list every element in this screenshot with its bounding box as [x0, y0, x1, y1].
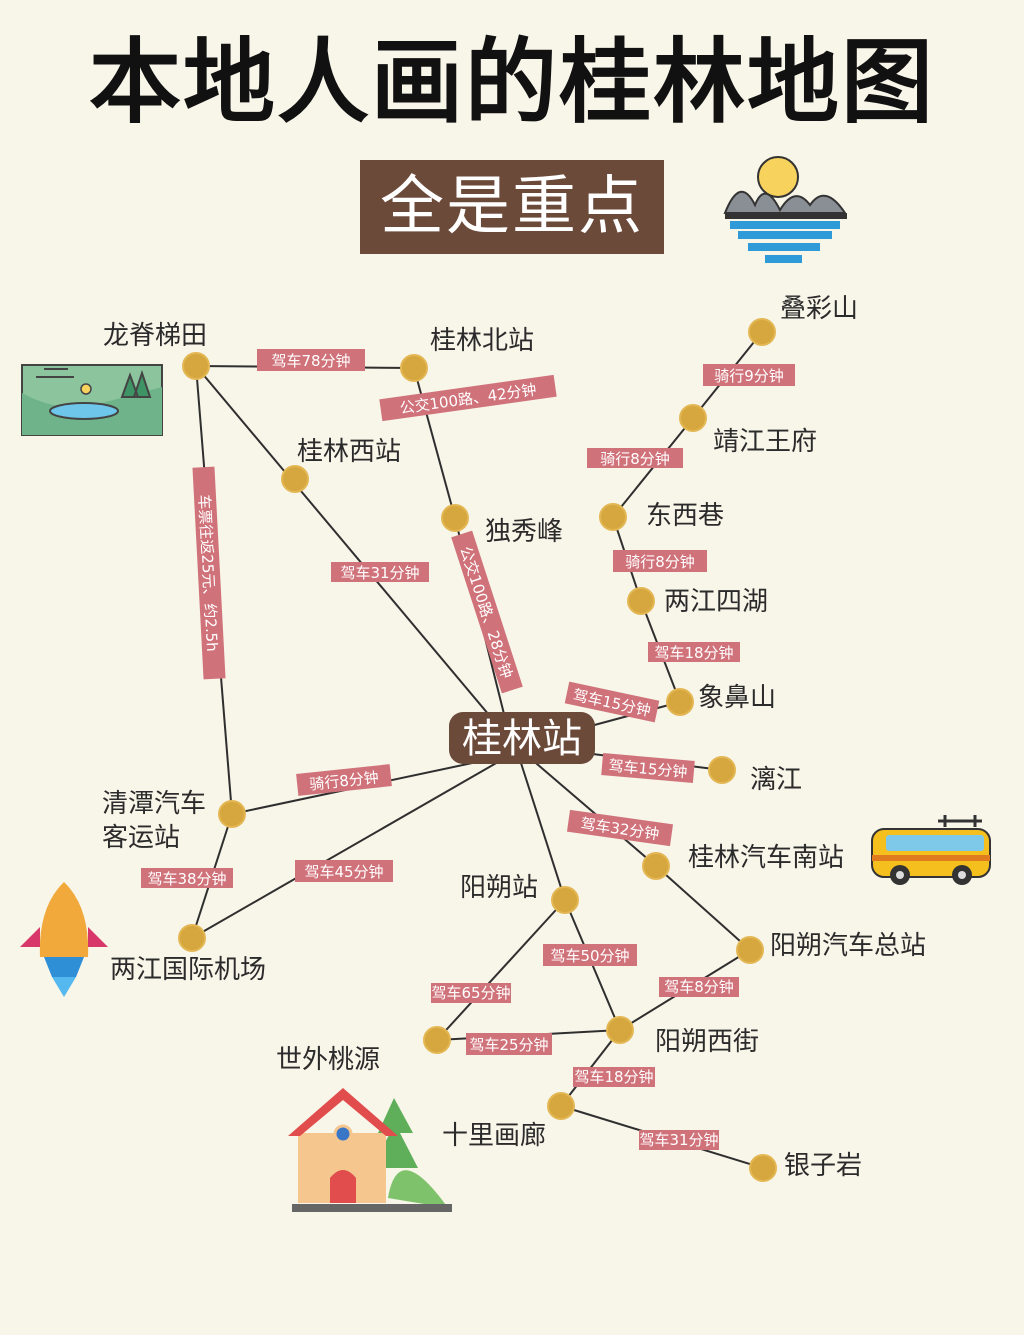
route-label-text: 驾车31分钟 — [340, 564, 419, 582]
hub-label: 桂林站 — [462, 716, 582, 762]
route-label: 驾车31分钟 — [639, 1130, 719, 1150]
node-shili[interactable] — [547, 1092, 575, 1120]
node-jingjiang[interactable] — [679, 404, 707, 432]
edge-north-duxiu — [413, 367, 456, 519]
route-label-text: 驾车45分钟 — [304, 863, 383, 881]
route-label-text: 公交100路、28分钟 — [456, 544, 516, 681]
route-labels: 驾车78分钟 公交100路、42分钟 骑行9分钟 骑行8分钟 骑行8分钟 驾车1… — [141, 349, 795, 1150]
label-dongxi: 东西巷 — [646, 501, 724, 531]
route-label: 公交100路、28分钟 — [451, 530, 523, 694]
route-label-text: 骑行8分钟 — [625, 553, 695, 571]
page-subtitle: 全是重点 — [360, 160, 664, 254]
route-label: 驾车31分钟 — [331, 562, 429, 582]
route-label: 驾车38分钟 — [141, 868, 233, 888]
route-label-text: 驾车38分钟 — [147, 870, 226, 888]
label-longji: 龙脊梯田 — [103, 321, 207, 351]
node-xiangbishan[interactable] — [666, 688, 694, 716]
label-west-street: 阳朔西街 — [655, 1027, 759, 1057]
route-label: 驾车8分钟 — [659, 977, 739, 997]
node-yangshuo-station[interactable] — [551, 886, 579, 914]
node-dongxi[interactable] — [599, 503, 627, 531]
house-tree-icon — [288, 1088, 452, 1212]
node-shiwai[interactable] — [423, 1026, 451, 1054]
node-qingtan[interactable] — [218, 800, 246, 828]
node-lijiang[interactable] — [708, 756, 736, 784]
node-airport[interactable] — [178, 924, 206, 952]
label-qingtan: 清潭汽车客运站 — [102, 789, 206, 853]
route-label: 驾车45分钟 — [295, 860, 393, 882]
node-liangjiang-lakes[interactable] — [627, 587, 655, 615]
node-guilin-north[interactable] — [400, 354, 428, 382]
route-label: 驾车15分钟 — [601, 753, 695, 783]
edge-hub-ys — [519, 759, 566, 901]
label-yinziyan: 银子岩 — [784, 1151, 862, 1181]
route-label-text: 驾车18分钟 — [574, 1068, 653, 1086]
route-label: 骑行9分钟 — [703, 364, 795, 386]
route-label: 骑行8分钟 — [613, 550, 707, 572]
label-guilin-south-bus: 桂林汽车南站 — [688, 843, 844, 873]
edge-ys-shiwai — [436, 899, 566, 1041]
route-label-text: 驾车25分钟 — [469, 1036, 548, 1054]
route-label: 驾车18分钟 — [573, 1067, 655, 1087]
edge-hub-airport — [191, 757, 506, 939]
route-label: 公交100路、42分钟 — [379, 374, 557, 422]
route-label-text: 驾车50分钟 — [550, 947, 629, 965]
label-guilin-west: 桂林西站 — [297, 437, 401, 467]
route-label-text: 驾车78分钟 — [271, 352, 350, 370]
route-label: 驾车65分钟 — [431, 983, 511, 1003]
label-yangshuo-station: 阳朔站 — [460, 873, 538, 903]
route-label: 驾车25分钟 — [466, 1033, 552, 1055]
route-label-text: 骑行8分钟 — [600, 450, 670, 468]
route-label-text: 驾车8分钟 — [664, 978, 734, 996]
label-shiwai: 世外桃源 — [276, 1045, 380, 1075]
route-label: 车票往返25元、约2.5h — [192, 466, 226, 680]
route-label-text: 驾车65分钟 — [431, 984, 510, 1002]
route-label: 驾车50分钟 — [543, 944, 637, 966]
label-xiangbishan: 象鼻山 — [698, 683, 776, 713]
node-west-street[interactable] — [606, 1016, 634, 1044]
route-label-text: 驾车18分钟 — [654, 644, 733, 662]
node-guilin-south-bus[interactable] — [642, 852, 670, 880]
label-airport: 两江国际机场 — [110, 955, 266, 985]
station-labels: 叠彩山 龙脊梯田 桂林北站 靖江王府 桂林西站 东西巷 独秀峰 两江四湖 象鼻山… — [102, 294, 926, 1181]
node-duxiufeng[interactable] — [441, 504, 469, 532]
route-label: 驾车78分钟 — [257, 349, 365, 371]
node-longji[interactable] — [182, 352, 210, 380]
route-label: 驾车32分钟 — [566, 809, 674, 847]
edge-longji-west-hub — [195, 365, 511, 741]
route-label: 驾车18分钟 — [648, 642, 740, 662]
edge-hub-south — [529, 757, 657, 867]
minibus-icon — [871, 815, 991, 885]
landscape-lake-icon — [21, 364, 163, 436]
label-yangshuo-bus: 阳朔汽车总站 — [770, 931, 926, 961]
node-yinziyan[interactable] — [749, 1154, 777, 1182]
label-duxiufeng: 独秀峰 — [485, 517, 563, 547]
node-yangshuo-bus[interactable] — [736, 936, 764, 964]
route-label: 骑行8分钟 — [587, 448, 683, 468]
node-diecaishan[interactable] — [748, 318, 776, 346]
edge-south-ysbus — [655, 865, 751, 951]
label-diecaishan: 叠彩山 — [780, 294, 858, 324]
station-markers — [178, 318, 777, 1182]
hub-marker[interactable]: 桂林站 — [449, 712, 595, 764]
node-guilin-west[interactable] — [281, 465, 309, 493]
label-guilin-north: 桂林北站 — [430, 326, 534, 356]
label-shili: 十里画廊 — [442, 1121, 546, 1151]
page-title: 本地人画的桂林地图 — [88, 29, 935, 136]
label-lijiang: 漓江 — [750, 765, 802, 795]
route-label-text: 骑行9分钟 — [714, 367, 784, 385]
rocket-icon — [20, 882, 108, 997]
label-liangjiang-lakes: 两江四湖 — [664, 587, 768, 617]
label-jingjiang: 靖江王府 — [713, 427, 817, 457]
route-label-text: 驾车31分钟 — [639, 1131, 718, 1149]
mountain-lake-sun-icon — [723, 156, 847, 263]
